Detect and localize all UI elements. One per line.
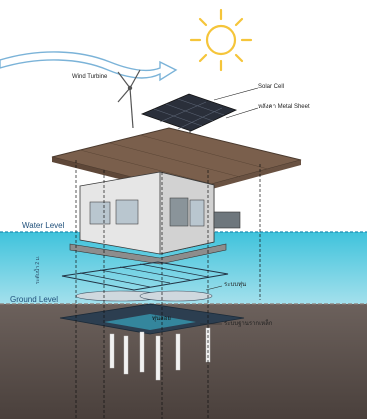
wind-arrow-icon (0, 51, 178, 82)
roof-leader-line (225, 107, 259, 119)
depth-marker-label: ระดับน้ำ 2 ม. (35, 255, 41, 284)
sun-icon (189, 8, 253, 72)
solar-leader-line (213, 87, 259, 101)
house (69, 171, 241, 265)
float-leader-line (205, 285, 223, 291)
pontoon-label: ทุ่นลอย (152, 316, 171, 322)
anchor-base (59, 303, 245, 381)
wind-turbine-icon (117, 69, 141, 129)
solar-cell-label: Solar Cell (258, 84, 285, 90)
pontoon-frame (61, 261, 229, 302)
float-system-label: ระบบทุ่น (224, 282, 247, 288)
ground-level-label: Ground Level (10, 295, 59, 304)
wind-turbine-label: Wind Turbine (72, 74, 108, 80)
metal-sheet-label: หลังคา Metal Sheet (258, 104, 310, 110)
anchor-system-label: ระบบฐานรากเหล็ก (224, 321, 273, 327)
water-level-label: Water Level (22, 221, 65, 230)
pile-guides (75, 160, 261, 419)
